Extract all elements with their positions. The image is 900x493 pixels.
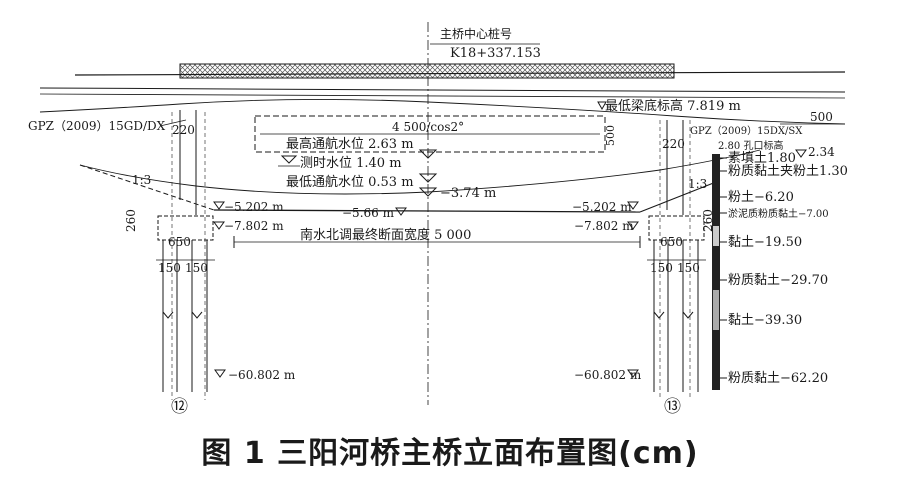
bed-center-label: −5.66 m xyxy=(342,206,395,220)
bed-label: −3.74 m xyxy=(440,186,496,201)
low-nav-marker xyxy=(418,173,438,183)
station-label: K18+337.153 xyxy=(450,46,541,61)
toe-left-marker xyxy=(213,221,225,230)
bridge-elevation-drawing: 主桥中心桩号 K18+337.153 最低梁底标高 7.819 m 500 GP… xyxy=(28,22,848,417)
slope-left-label: 1:3 xyxy=(132,173,151,187)
pile-tip-left-label: −60.802 m xyxy=(228,368,296,382)
span-label: 4 500/cos2° xyxy=(392,120,464,134)
bed-right-marker xyxy=(627,201,639,210)
approach-curve-right xyxy=(427,101,846,125)
gpz-left-label: GPZ（2009）15GD/DX xyxy=(28,119,166,133)
min-beam-label: 最低梁底标高 7.819 m xyxy=(605,98,741,114)
approach-curve-left xyxy=(39,98,429,113)
pier-12 xyxy=(156,110,215,400)
bed-left-marker xyxy=(213,201,225,210)
road-top-line xyxy=(74,71,846,76)
measured-marker xyxy=(280,155,298,164)
stratum-label: 黏土−19.50 xyxy=(728,234,802,250)
pile-spacing-right-1: 150 xyxy=(650,261,673,275)
toe-right-marker xyxy=(627,221,639,230)
slope-right xyxy=(639,181,717,213)
pile-spacing-left-2: 150 xyxy=(185,261,208,275)
stratum-label: 素填土1.80 xyxy=(728,151,796,166)
center-pile-label: 主桥中心桩号 xyxy=(440,26,512,41)
road-line-2 xyxy=(39,87,846,93)
high-nav-marker xyxy=(418,149,438,159)
measured-label: 测时水位 1.40 m xyxy=(300,156,402,171)
pile-spacing-right-2: 150 xyxy=(677,261,700,275)
borehole-label: 2.80 孔口标高 xyxy=(718,139,783,152)
navigation-clearance-box xyxy=(254,115,606,153)
figure-caption: 图 1 三阳河桥主桥立面布置图(cm) xyxy=(201,436,699,471)
gpz-right-label: GPZ（2009）15DX/SX xyxy=(690,125,803,137)
high-nav-label: 最高通航水位 2.63 m xyxy=(286,136,414,152)
stratum-label: 粉质黏土−29.70 xyxy=(728,272,828,288)
stratum-label: 粉质黏土夹粉土1.30 xyxy=(728,163,848,179)
stratum-label: 粉土−6.20 xyxy=(728,190,794,205)
toe-left-label: −7.802 m xyxy=(224,219,284,233)
river-bed-curve xyxy=(79,149,761,195)
borehole-light-band-2 xyxy=(713,290,719,330)
road-line-3 xyxy=(39,93,846,99)
pier-width-left: 220 xyxy=(172,123,195,137)
pile-spacing-left-1: 150 xyxy=(158,261,181,275)
borehole-top-marker xyxy=(795,149,807,158)
low-nav-label: 最低通航水位 0.53 m xyxy=(286,174,414,190)
bed-right-label: −5.202 m xyxy=(572,200,632,214)
slope-right-label: 1:3 xyxy=(688,177,707,191)
borehole-light-band-1 xyxy=(713,226,719,246)
toe-right-label: −7.802 m xyxy=(574,219,634,233)
pile-tip-right-label: −60.802 m xyxy=(574,368,642,382)
channel-bottom xyxy=(213,209,641,213)
pile-tip-right-marker xyxy=(627,369,639,378)
pier-width-right: 220 xyxy=(662,137,685,151)
pier-13-label: ⑬ xyxy=(664,397,681,417)
pier-12-label: ⑫ xyxy=(171,397,188,417)
section-width-label: 南水北调最终断面宽度 5 000 xyxy=(300,227,471,243)
gpz-left-leader xyxy=(159,119,187,127)
cap-height-left: 260 xyxy=(124,209,138,232)
pile-tip-left-marker xyxy=(214,369,226,378)
stratum-label: 粉质黏土−62.20 xyxy=(728,370,828,386)
main-girder xyxy=(179,63,675,79)
borehole-column xyxy=(712,154,720,390)
dim-500-box: 500 xyxy=(604,125,617,146)
cap-width-left: 650 xyxy=(168,235,191,249)
stratum-label: 黏土−39.30 xyxy=(728,312,802,328)
slope-left-dashed xyxy=(79,164,215,211)
cap-width-right: 650 xyxy=(660,235,683,249)
bed-left-label: −5.202 m xyxy=(224,200,284,214)
stratum-label: 淤泥质粉质黏土−7.00 xyxy=(728,207,829,220)
bed-center-marker xyxy=(395,207,407,216)
cap-height-right: 260 xyxy=(701,209,715,232)
borehole-top-label: 2.34 xyxy=(808,145,835,159)
min-beam-marker xyxy=(597,101,607,111)
pier-13 xyxy=(647,120,706,400)
dim-500-right: 500 xyxy=(810,110,833,124)
